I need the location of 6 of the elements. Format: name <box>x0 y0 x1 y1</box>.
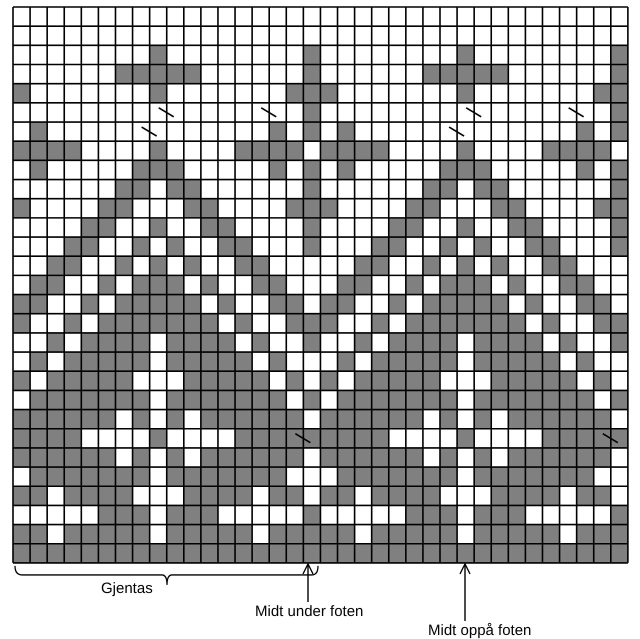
label-text: Gjentas <box>101 580 153 597</box>
knitting-chart-drawing <box>12 6 629 564</box>
annotation-text: Midt oppå foten <box>428 622 532 639</box>
leader-arrow <box>459 563 471 621</box>
leader-arrow <box>302 563 314 602</box>
annotation-text: Midt under foten <box>255 603 364 620</box>
